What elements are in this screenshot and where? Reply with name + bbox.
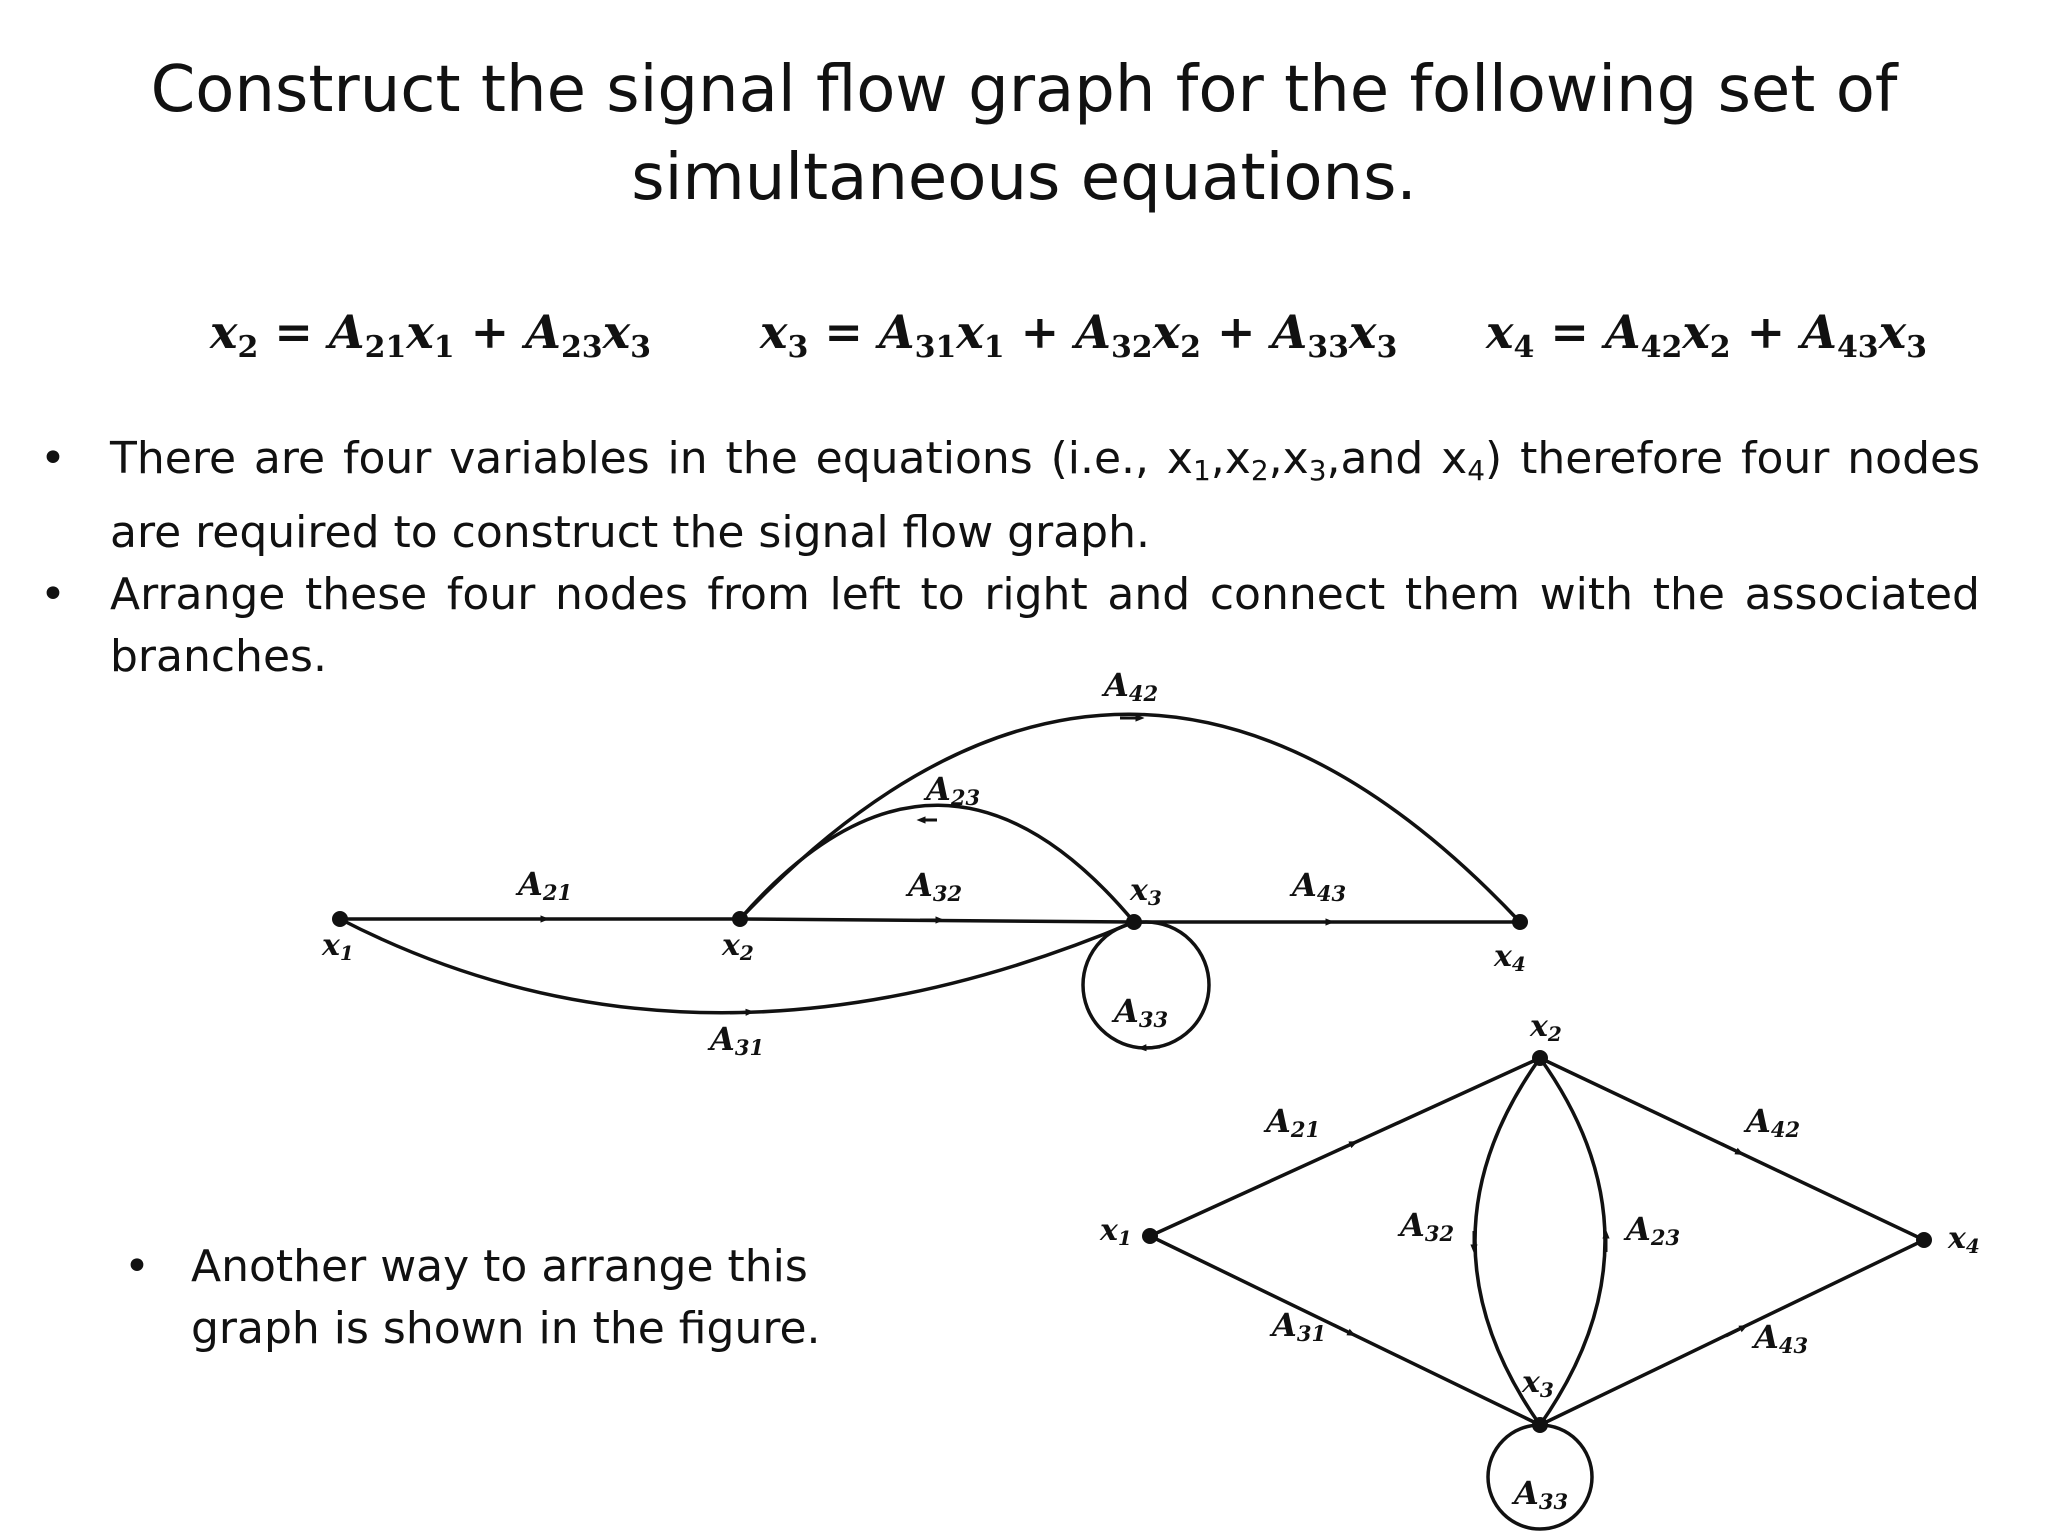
label2-gain-a31: A31: [1269, 1306, 1326, 1346]
bullet-marker: •: [40, 433, 66, 484]
equation-x4: x4 = A42x2 + A43x3: [1486, 305, 1927, 365]
label-gain-a32: A32: [905, 866, 962, 906]
arrow2-a31: [1333, 1323, 1357, 1337]
title-line-2: simultaneous equations.: [631, 141, 1417, 215]
node2-x2: [1532, 1050, 1548, 1066]
slide-title: Construct the signal flow graph for the …: [0, 46, 2048, 222]
label2-gain-a23: A23: [1623, 1210, 1680, 1250]
title-line-1: Construct the signal flow graph for the …: [150, 53, 1898, 127]
label-gain-a42: A42: [1101, 666, 1158, 706]
equation-x3: x3 = A31x1 + A32x2 + A33x3: [760, 305, 1398, 365]
node2-x1: [1142, 1228, 1158, 1244]
bullet-arrange-nodes: • Arrange these four nodes from left to …: [40, 564, 1980, 688]
label2-gain-a42: A42: [1743, 1102, 1800, 1142]
equation-x2: x2 = A21x1 + A23x3: [210, 305, 651, 365]
graph-1-nodes: [332, 911, 1528, 930]
node-x3: [1126, 914, 1142, 930]
label-gain-a21: A21: [515, 865, 572, 905]
label2-node-x2: x2: [1529, 1009, 1562, 1046]
bullet-list: • There are four variables in the equati…: [40, 428, 1980, 688]
arrow-a33: [1137, 1044, 1161, 1052]
label-gain-a43: A43: [1289, 866, 1346, 906]
label-gain-a31: A31: [707, 1020, 764, 1060]
branch-a31: [339, 917, 1135, 1015]
label-node-x1: x1: [321, 928, 354, 965]
label2-node-x4: x4: [1947, 1221, 1980, 1258]
label2-node-x1: x1: [1099, 1213, 1132, 1250]
branch2-a23: [1538, 1056, 1607, 1427]
bullet-marker: •: [40, 569, 66, 620]
signal-flow-graph-1: [339, 712, 1522, 1052]
label2-node-x3: x3: [1521, 1365, 1554, 1402]
graph-1-labels: x1 x2 x3 x4 A21 A32 A43 A23 A42 A31 A33: [321, 666, 1526, 1060]
label-node-x3: x3: [1129, 873, 1162, 910]
node-x4: [1512, 914, 1528, 930]
node-x1: [332, 911, 348, 927]
label-gain-a33: A33: [1111, 992, 1168, 1032]
bullet-another-way-text: Another way to arrange this graph is sho…: [191, 1241, 821, 1354]
label2-gain-a33: A33: [1511, 1474, 1568, 1514]
bullet-marker: •: [124, 1241, 150, 1292]
bullet-four-variables: • There are four variables in the equati…: [40, 428, 1980, 564]
arrow-a31: [729, 1008, 755, 1016]
arrow2-a21: [1335, 1141, 1359, 1153]
graph-2-labels: x1 x2 x3 x4 A21 A31 A42 A43 A32 A23 A33: [1099, 1009, 1980, 1514]
graph-2-nodes: [1142, 1050, 1932, 1433]
node-x2: [732, 911, 748, 927]
label2-gain-a32: A32: [1397, 1206, 1454, 1246]
branch-a42: [738, 712, 1522, 924]
arrow2-a43: [1725, 1324, 1749, 1338]
label2-gain-a21: A21: [1263, 1102, 1320, 1142]
label-node-x4: x4: [1493, 939, 1526, 976]
arrow2-a42: [1721, 1142, 1745, 1156]
label-node-x2: x2: [721, 928, 754, 965]
label2-gain-a43: A43: [1751, 1318, 1808, 1358]
node2-x3: [1532, 1417, 1548, 1433]
node2-x4: [1916, 1232, 1932, 1248]
label-gain-a23: A23: [923, 770, 980, 810]
